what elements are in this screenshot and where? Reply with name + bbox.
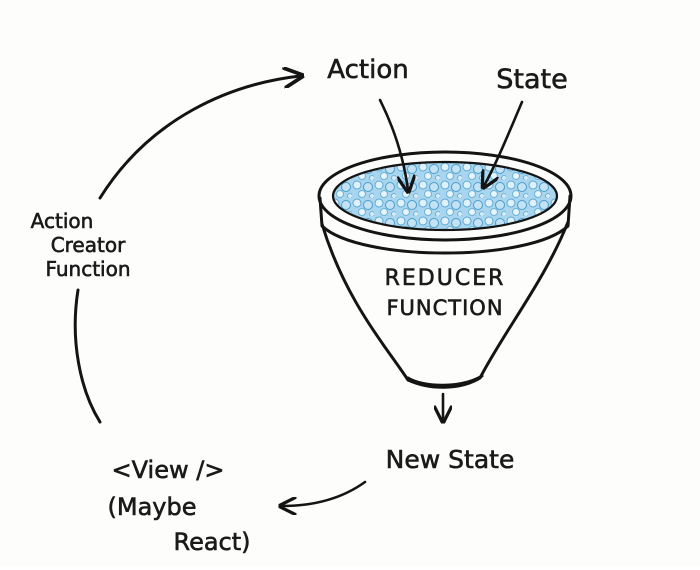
action-into-reducer-arrow	[378, 98, 408, 190]
view-label-line2: (Maybe	[108, 493, 197, 521]
funnel-rim-lower	[318, 194, 572, 255]
view-label-line3: React)	[173, 528, 250, 556]
funnel-body	[320, 220, 570, 389]
reducer-label-line1: REDUCER	[385, 266, 506, 291]
reducer-label-line2: FUNCTION	[386, 296, 503, 320]
new-state-label: New State	[386, 445, 515, 474]
funnel-water	[331, 160, 559, 232]
funnel-spout	[406, 374, 484, 387]
action-creator-label-line1: Action	[31, 209, 94, 233]
state-into-reducer-arrow	[484, 100, 524, 186]
new-state-to-view-arrow	[282, 480, 367, 506]
funnel-rim-outer	[317, 150, 573, 242]
creator-to-action-arrow	[98, 76, 300, 200]
action-label: Action	[327, 55, 408, 85]
action-creator-label-line2: Creator	[51, 233, 126, 257]
reducer-funnel	[317, 150, 573, 389]
view-to-creator-line	[73, 288, 102, 424]
view-label-line1: <View />	[112, 456, 225, 484]
state-label: State	[496, 64, 567, 95]
action-creator-label-line3: Function	[45, 257, 130, 281]
